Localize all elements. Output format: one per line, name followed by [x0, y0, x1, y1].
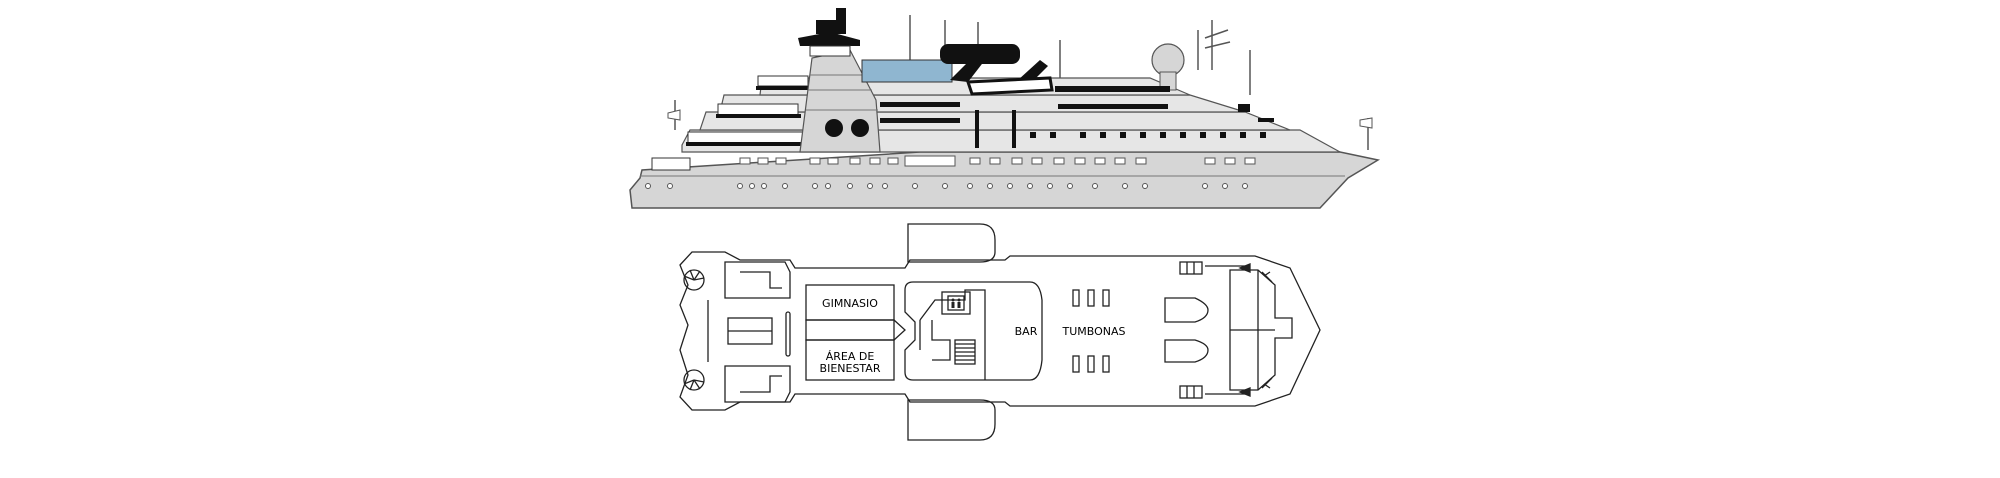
stern-room-top	[724, 261, 791, 299]
spiral-stair-top	[683, 269, 705, 291]
black-housing	[940, 44, 1020, 64]
black-band-2	[716, 114, 801, 118]
label-bienestar-line1: ÁREA DE	[826, 350, 875, 363]
central-core	[904, 281, 1043, 381]
stern-room-bottom	[724, 365, 791, 403]
radar-mast	[798, 32, 860, 46]
portholes-hull	[645, 183, 1248, 189]
stern-rail-4	[757, 75, 809, 87]
window-row-hull	[739, 155, 1256, 167]
label-gimnasio: GIMNASIO	[822, 297, 878, 310]
bridge-glass	[861, 59, 953, 83]
label-tumbonas: TUMBONAS	[1061, 325, 1125, 338]
sunbeds-bottom	[1072, 355, 1110, 373]
radome	[1151, 43, 1185, 77]
flag-stern	[667, 109, 681, 121]
ship-profile	[629, 8, 1381, 209]
deck-plan	[679, 223, 1321, 441]
elevator	[941, 291, 971, 315]
label-bienestar-line2: BIENESTAR	[820, 362, 881, 375]
deck-outline	[679, 251, 1321, 411]
tender-boat	[965, 76, 1054, 96]
window-row-deck	[1030, 132, 1266, 138]
tender-bottom	[907, 399, 996, 441]
stairs-core	[954, 339, 976, 365]
spiral-stair-bottom	[683, 369, 705, 391]
elevator-icon	[951, 298, 961, 308]
hatch-top	[1164, 297, 1209, 323]
stern-rail-1	[651, 157, 691, 171]
tender-top	[907, 223, 996, 263]
sunbeds-top	[1072, 289, 1110, 307]
deck-level-3	[719, 94, 1246, 113]
porthole-large-2	[851, 119, 869, 137]
porthole-large-1	[825, 119, 843, 137]
window-row-upper	[880, 86, 1274, 123]
winch-bottom	[1179, 385, 1251, 399]
antennas	[674, 15, 1369, 150]
black-band-1	[686, 142, 811, 146]
winch-top	[1179, 261, 1251, 275]
flag-bow	[1359, 117, 1373, 129]
label-bar: BAR	[1015, 325, 1038, 338]
black-band-3	[756, 86, 811, 90]
room-bienestar	[805, 339, 895, 381]
hatch-bottom	[1164, 339, 1209, 363]
room-divider	[805, 319, 895, 341]
